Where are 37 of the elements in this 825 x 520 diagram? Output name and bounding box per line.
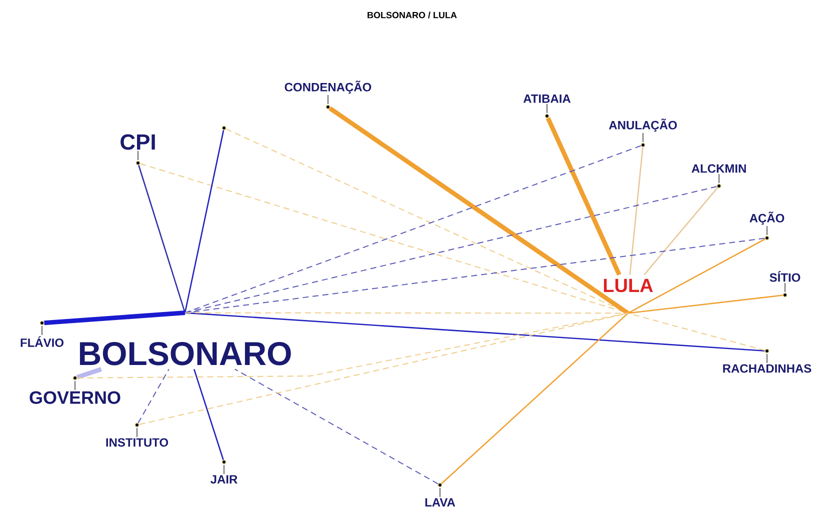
title: BOLSONARO / LULA xyxy=(368,12,457,18)
term-label: ATIBAIA xyxy=(523,94,571,103)
term-label: CONDENAÇÃO xyxy=(284,80,372,94)
connector-line xyxy=(628,294,783,314)
term-label: FLÁVIO xyxy=(20,336,64,347)
connector-line xyxy=(184,312,628,314)
connector-line xyxy=(628,238,766,314)
connector-line xyxy=(629,147,644,275)
term-label: JAIR xyxy=(210,475,238,484)
term-label: INSTITUTO xyxy=(106,438,168,447)
term-label: RACHADINHAS xyxy=(723,364,812,373)
connector-line xyxy=(234,368,439,484)
connector-line xyxy=(138,312,628,425)
connector-line xyxy=(76,312,628,378)
term-label: AÇÃO xyxy=(750,212,784,225)
term-label: ALCKMIN xyxy=(692,164,746,173)
connector-line xyxy=(184,312,765,352)
term-label: SÍTIO xyxy=(770,271,800,282)
connector-line xyxy=(184,145,642,314)
term-label: GOVERNO xyxy=(30,391,120,404)
connector-line xyxy=(184,130,224,313)
connector-line xyxy=(193,369,224,460)
connector-line xyxy=(184,186,718,314)
hub-label: BOLSONARO xyxy=(80,342,291,366)
connector-line xyxy=(44,310,186,326)
term-label: CPI xyxy=(120,134,155,150)
term-label: LAVA xyxy=(425,498,456,506)
term-label: ANULAÇÃO xyxy=(608,118,677,132)
connector-line xyxy=(76,367,102,380)
hub-label: LULA xyxy=(604,278,653,292)
connector-line xyxy=(546,117,622,276)
connector-line xyxy=(441,312,628,484)
connector-line xyxy=(328,106,630,316)
connector-line xyxy=(644,187,718,276)
connector-line xyxy=(628,312,766,351)
connector-line xyxy=(138,368,170,424)
connector-line xyxy=(138,164,186,313)
